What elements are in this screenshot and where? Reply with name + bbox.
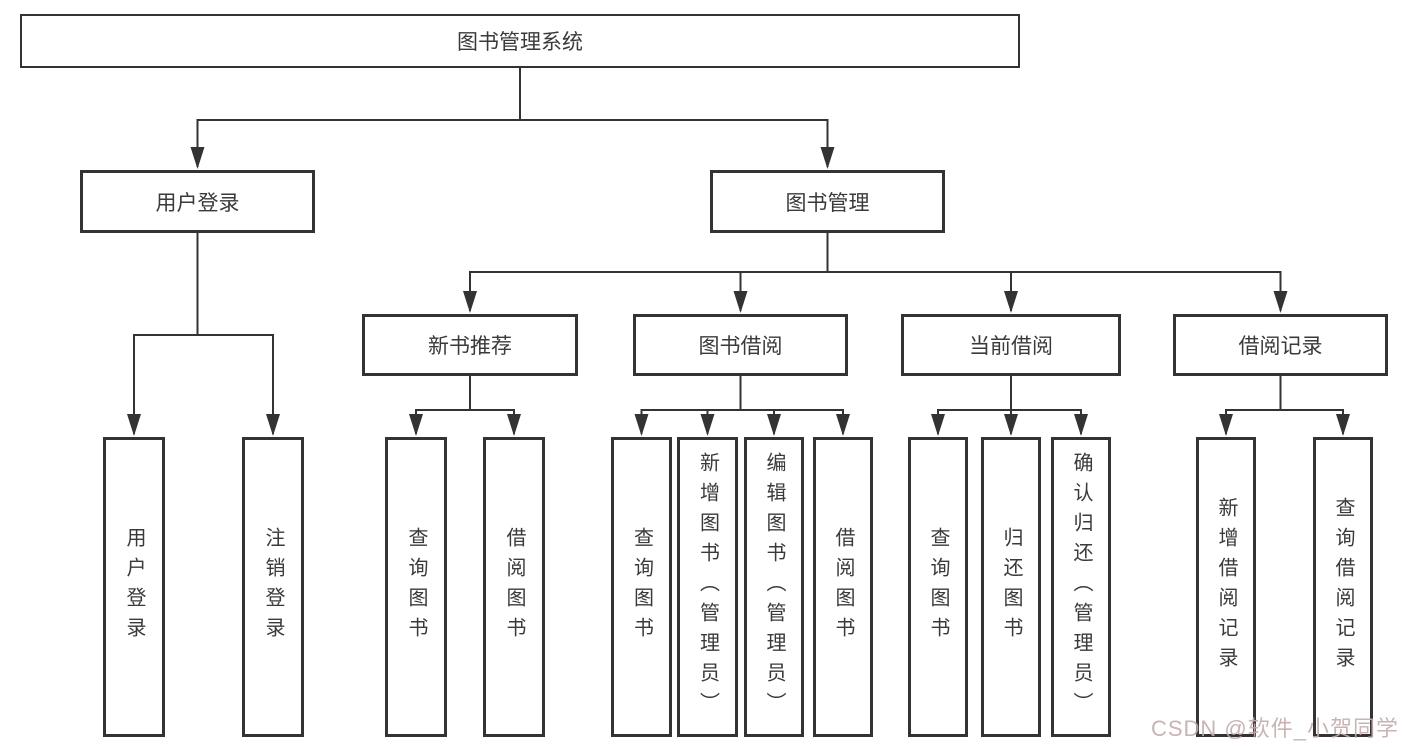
- leaf-query-books-1-label: 查询图书: [405, 527, 427, 647]
- edges-root: [190, 68, 835, 169]
- leaf-add-borrow-record: 新增借阅记录: [1196, 437, 1256, 737]
- leaf-borrow-books-2: 借阅图书: [813, 437, 873, 737]
- node-new-book-recommend-label: 新书推荐: [428, 335, 512, 358]
- leaf-user-login: 用户登录: [103, 437, 165, 737]
- leaf-borrow-books-1-label: 借阅图书: [503, 527, 525, 647]
- edges-new-book-recommend: [409, 376, 521, 436]
- leaf-add-book-admin: 新增图书（管理员）: [677, 437, 738, 737]
- leaf-query-books-3-label: 查询图书: [927, 527, 949, 647]
- node-borrowing-records: 借阅记录: [1173, 314, 1388, 376]
- leaf-query-borrow-record-label: 查询借阅记录: [1332, 497, 1354, 677]
- edges-borrowing-records: [1219, 376, 1350, 436]
- leaf-edit-book-admin: 编辑图书（管理员）: [744, 437, 804, 737]
- node-new-book-recommend: 新书推荐: [362, 314, 578, 376]
- edges-user-login: [127, 233, 280, 436]
- leaf-add-borrow-record-label: 新增借阅记录: [1215, 497, 1237, 677]
- node-book-borrowing-label: 图书借阅: [698, 335, 783, 358]
- leaf-query-books-2-label: 查询图书: [630, 527, 653, 647]
- leaf-borrow-books-1: 借阅图书: [483, 437, 545, 737]
- leaf-logout-label: 注销登录: [262, 527, 284, 647]
- leaf-query-books-2: 查询图书: [611, 437, 672, 737]
- leaf-query-books-3: 查询图书: [908, 437, 968, 737]
- leaf-borrow-books-2-label: 借阅图书: [832, 527, 854, 647]
- leaf-logout: 注销登录: [242, 437, 304, 737]
- node-book-management-label: 图书管理: [785, 191, 870, 215]
- edges-book-management: [463, 233, 1288, 313]
- csdn-watermark: CSDN @软件_小贺同学: [1150, 716, 1399, 741]
- leaf-user-login-label: 用户登录: [123, 527, 145, 647]
- leaf-query-borrow-record: 查询借阅记录: [1313, 437, 1373, 737]
- node-borrowing-records-label: 借阅记录: [1238, 335, 1323, 358]
- node-user-login: 用户登录: [80, 170, 315, 233]
- node-book-management: 图书管理: [710, 170, 945, 233]
- leaf-confirm-return-admin-label: 确认归还（管理员）: [1070, 452, 1092, 722]
- node-current-borrowing-label: 当前借阅: [969, 335, 1053, 358]
- node-book-borrowing: 图书借阅: [633, 314, 848, 376]
- leaf-confirm-return-admin: 确认归还（管理员）: [1051, 437, 1111, 737]
- leaf-return-book-label: 归还图书: [1000, 527, 1022, 647]
- leaf-query-books-1: 查询图书: [385, 437, 447, 737]
- node-library-system: 图书管理系统: [20, 14, 1020, 68]
- edges-current-borrowing: [931, 376, 1088, 436]
- leaf-add-book-admin-label: 新增图书（管理员）: [696, 452, 719, 722]
- node-library-system-label: 图书管理系统: [457, 31, 583, 54]
- leaf-edit-book-admin-label: 编辑图书（管理员）: [763, 452, 785, 722]
- edges-book-borrowing: [634, 376, 850, 436]
- node-current-borrowing: 当前借阅: [901, 314, 1121, 376]
- node-user-login-label: 用户登录: [155, 191, 240, 215]
- leaf-return-book: 归还图书: [981, 437, 1041, 737]
